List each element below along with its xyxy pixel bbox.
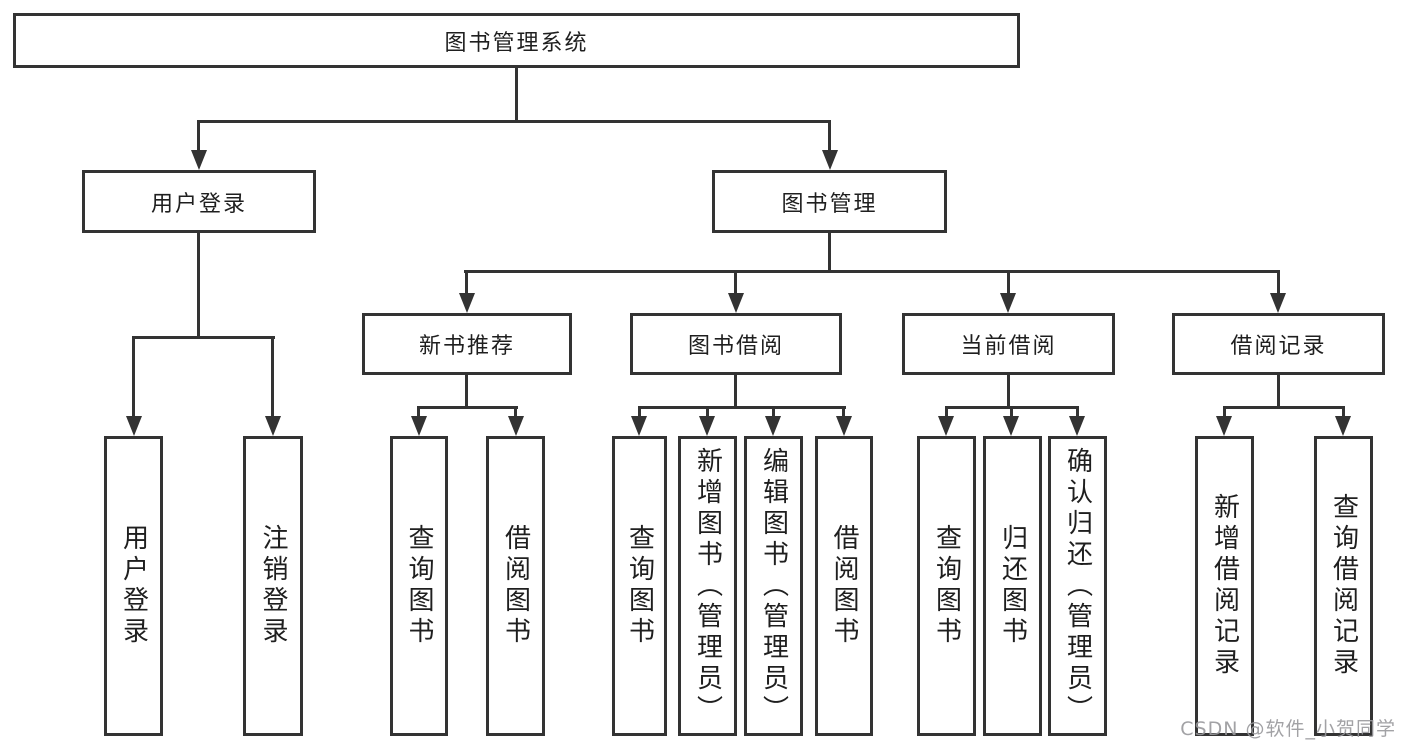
arrow-leaf-recommend-query-icon (411, 416, 427, 436)
connector-leaf-current-query-line (945, 406, 948, 420)
connector-book-borrowing-hline (638, 406, 846, 409)
connector-book-management-hline (464, 270, 1280, 273)
arrow-leaf-borrow-edit-icon (765, 416, 781, 436)
leaf-current-query-books-label: 查询图书 (931, 524, 962, 648)
connector-book-borrowing-line (734, 270, 737, 295)
leaf-recommend-borrow-books: 借阅图书 (486, 436, 545, 736)
connector-current-borrowing-stem (1007, 373, 1010, 409)
leaf-borrow-borrow-books-label: 借阅图书 (829, 524, 859, 648)
leaf-current-return-books-label: 归还图书 (997, 524, 1028, 648)
arrow-book-borrowing-icon (728, 293, 744, 313)
leaf-recommend-borrow-books-label: 借阅图书 (500, 524, 531, 648)
connector-leaf-current-confirm-line (1076, 406, 1079, 420)
connector-user-login-hline (132, 336, 275, 339)
connector-leaf-user-login-line (132, 336, 135, 418)
connector-book-borrowing-stem (734, 373, 737, 409)
connector-borrowing-records-line (1277, 270, 1280, 295)
arrow-leaf-current-confirm-icon (1069, 416, 1085, 436)
leaf-current-return-books: 归还图书 (983, 436, 1042, 736)
arrow-current-borrowing-icon (1000, 293, 1016, 313)
arrow-leaf-current-query-icon (938, 416, 954, 436)
connector-new-book-recommend-line (465, 270, 468, 295)
connector-book-management-line (828, 120, 831, 152)
leaf-records-add-record: 新增借阅记录 (1195, 436, 1254, 736)
arrow-leaf-borrow-borrow-icon (836, 416, 852, 436)
node-book-management: 图书管理 (712, 170, 947, 233)
node-root: 图书管理系统 (13, 13, 1020, 68)
connector-leaf-records-query-line (1342, 406, 1345, 420)
arrow-leaf-logout-icon (265, 416, 281, 436)
connector-current-borrowing-line (1007, 270, 1010, 295)
connector-leaf-borrow-edit-line (772, 406, 775, 420)
leaf-borrow-query-books: 查询图书 (612, 436, 667, 736)
leaf-borrow-add-books: 新增图书（管理员） (678, 436, 737, 736)
node-user-login-label: 用户登录 (150, 191, 247, 217)
connector-leaf-logout-line (271, 336, 274, 418)
connector-root-stem (515, 66, 518, 123)
leaf-borrow-borrow-books: 借阅图书 (815, 436, 873, 736)
leaf-recommend-query-books-label: 查询图书 (404, 524, 434, 648)
leaf-current-query-books: 查询图书 (917, 436, 976, 736)
watermark: CSDN @软件_小贺同学 (1180, 718, 1396, 740)
connector-borrowing-records-hline (1223, 406, 1345, 409)
arrow-leaf-records-add-icon (1216, 416, 1232, 436)
node-current-borrowing: 当前借阅 (902, 313, 1115, 375)
connector-book-management-stem (828, 231, 831, 273)
leaf-records-query-record: 查询借阅记录 (1314, 436, 1373, 736)
leaf-logout-label: 注销登录 (258, 524, 288, 648)
node-book-management-label: 图书管理 (781, 191, 878, 217)
arrow-leaf-current-return-icon (1003, 416, 1019, 436)
connector-root-hline (197, 120, 831, 123)
arrow-leaf-borrow-query-icon (631, 416, 647, 436)
leaf-borrow-edit-books-label: 编辑图书（管理员） (758, 446, 789, 726)
arrow-leaf-recommend-borrow-icon (508, 416, 524, 436)
leaf-user-login-label: 用户登录 (118, 524, 149, 648)
connector-new-book-recommend-stem (465, 373, 468, 409)
node-borrowing-records-label: 借阅记录 (1230, 334, 1327, 359)
node-book-borrowing: 图书借阅 (630, 313, 842, 375)
node-new-book-recommend-label: 新书推荐 (418, 334, 515, 359)
arrow-borrowing-records-icon (1270, 293, 1286, 313)
leaf-borrow-query-books-label: 查询图书 (624, 524, 655, 648)
arrow-leaf-records-query-icon (1335, 416, 1351, 436)
arrow-leaf-user-login-icon (126, 416, 142, 436)
leaf-records-add-record-label: 新增借阅记录 (1209, 493, 1240, 679)
node-user-login: 用户登录 (82, 170, 316, 233)
connector-leaf-recommend-borrow-line (514, 406, 517, 420)
node-borrowing-records: 借阅记录 (1172, 313, 1385, 375)
leaf-records-query-record-label: 查询借阅记录 (1328, 493, 1359, 679)
arrow-user-login-icon (191, 150, 207, 170)
connector-leaf-borrow-borrow-line (842, 406, 845, 420)
node-current-borrowing-label: 当前借阅 (960, 334, 1057, 359)
connector-leaf-borrow-query-line (638, 406, 641, 420)
node-book-borrowing-label: 图书借阅 (687, 334, 784, 359)
arrow-new-book-recommend-icon (459, 293, 475, 313)
leaf-borrow-add-books-label: 新增图书（管理员） (692, 446, 723, 726)
arrow-book-management-icon (822, 150, 838, 170)
leaf-current-confirm-return: 确认归还（管理员） (1048, 436, 1107, 736)
connector-leaf-current-return-line (1010, 406, 1013, 420)
leaf-logout: 注销登录 (243, 436, 303, 736)
connector-user-login-stem (197, 231, 200, 338)
leaf-recommend-query-books: 查询图书 (390, 436, 448, 736)
node-root-label: 图书管理系统 (444, 30, 589, 56)
node-new-book-recommend: 新书推荐 (362, 313, 572, 375)
leaf-current-confirm-return-label: 确认归还（管理员） (1062, 446, 1093, 726)
connector-leaf-recommend-query-line (417, 406, 420, 420)
connector-new-book-recommend-hline (417, 406, 518, 409)
arrow-leaf-borrow-add-icon (699, 416, 715, 436)
leaf-user-login: 用户登录 (104, 436, 163, 736)
connector-leaf-records-add-line (1223, 406, 1226, 420)
leaf-borrow-edit-books: 编辑图书（管理员） (744, 436, 803, 736)
connector-leaf-borrow-add-line (706, 406, 709, 420)
connector-borrowing-records-stem (1277, 373, 1280, 409)
connector-user-login-line (197, 120, 200, 152)
